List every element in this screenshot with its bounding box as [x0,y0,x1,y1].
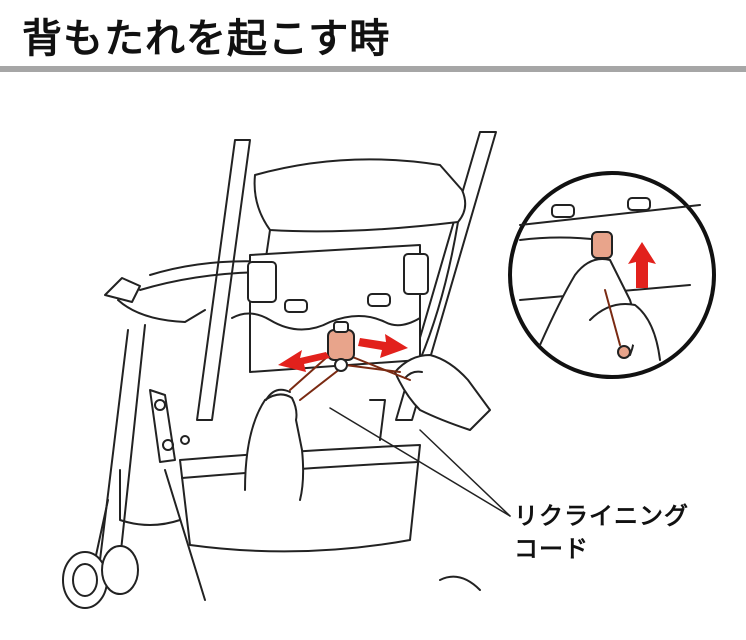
page-title: 背もたれを起こす時 [22,6,390,64]
callout-line-2: コード [514,533,689,566]
left-hand [245,390,303,500]
zoom-inset [510,173,714,377]
recline-cord-label: リクライニング コード [514,500,689,566]
title-rule [0,66,746,72]
callout-line-1: リクライニング [514,500,689,533]
